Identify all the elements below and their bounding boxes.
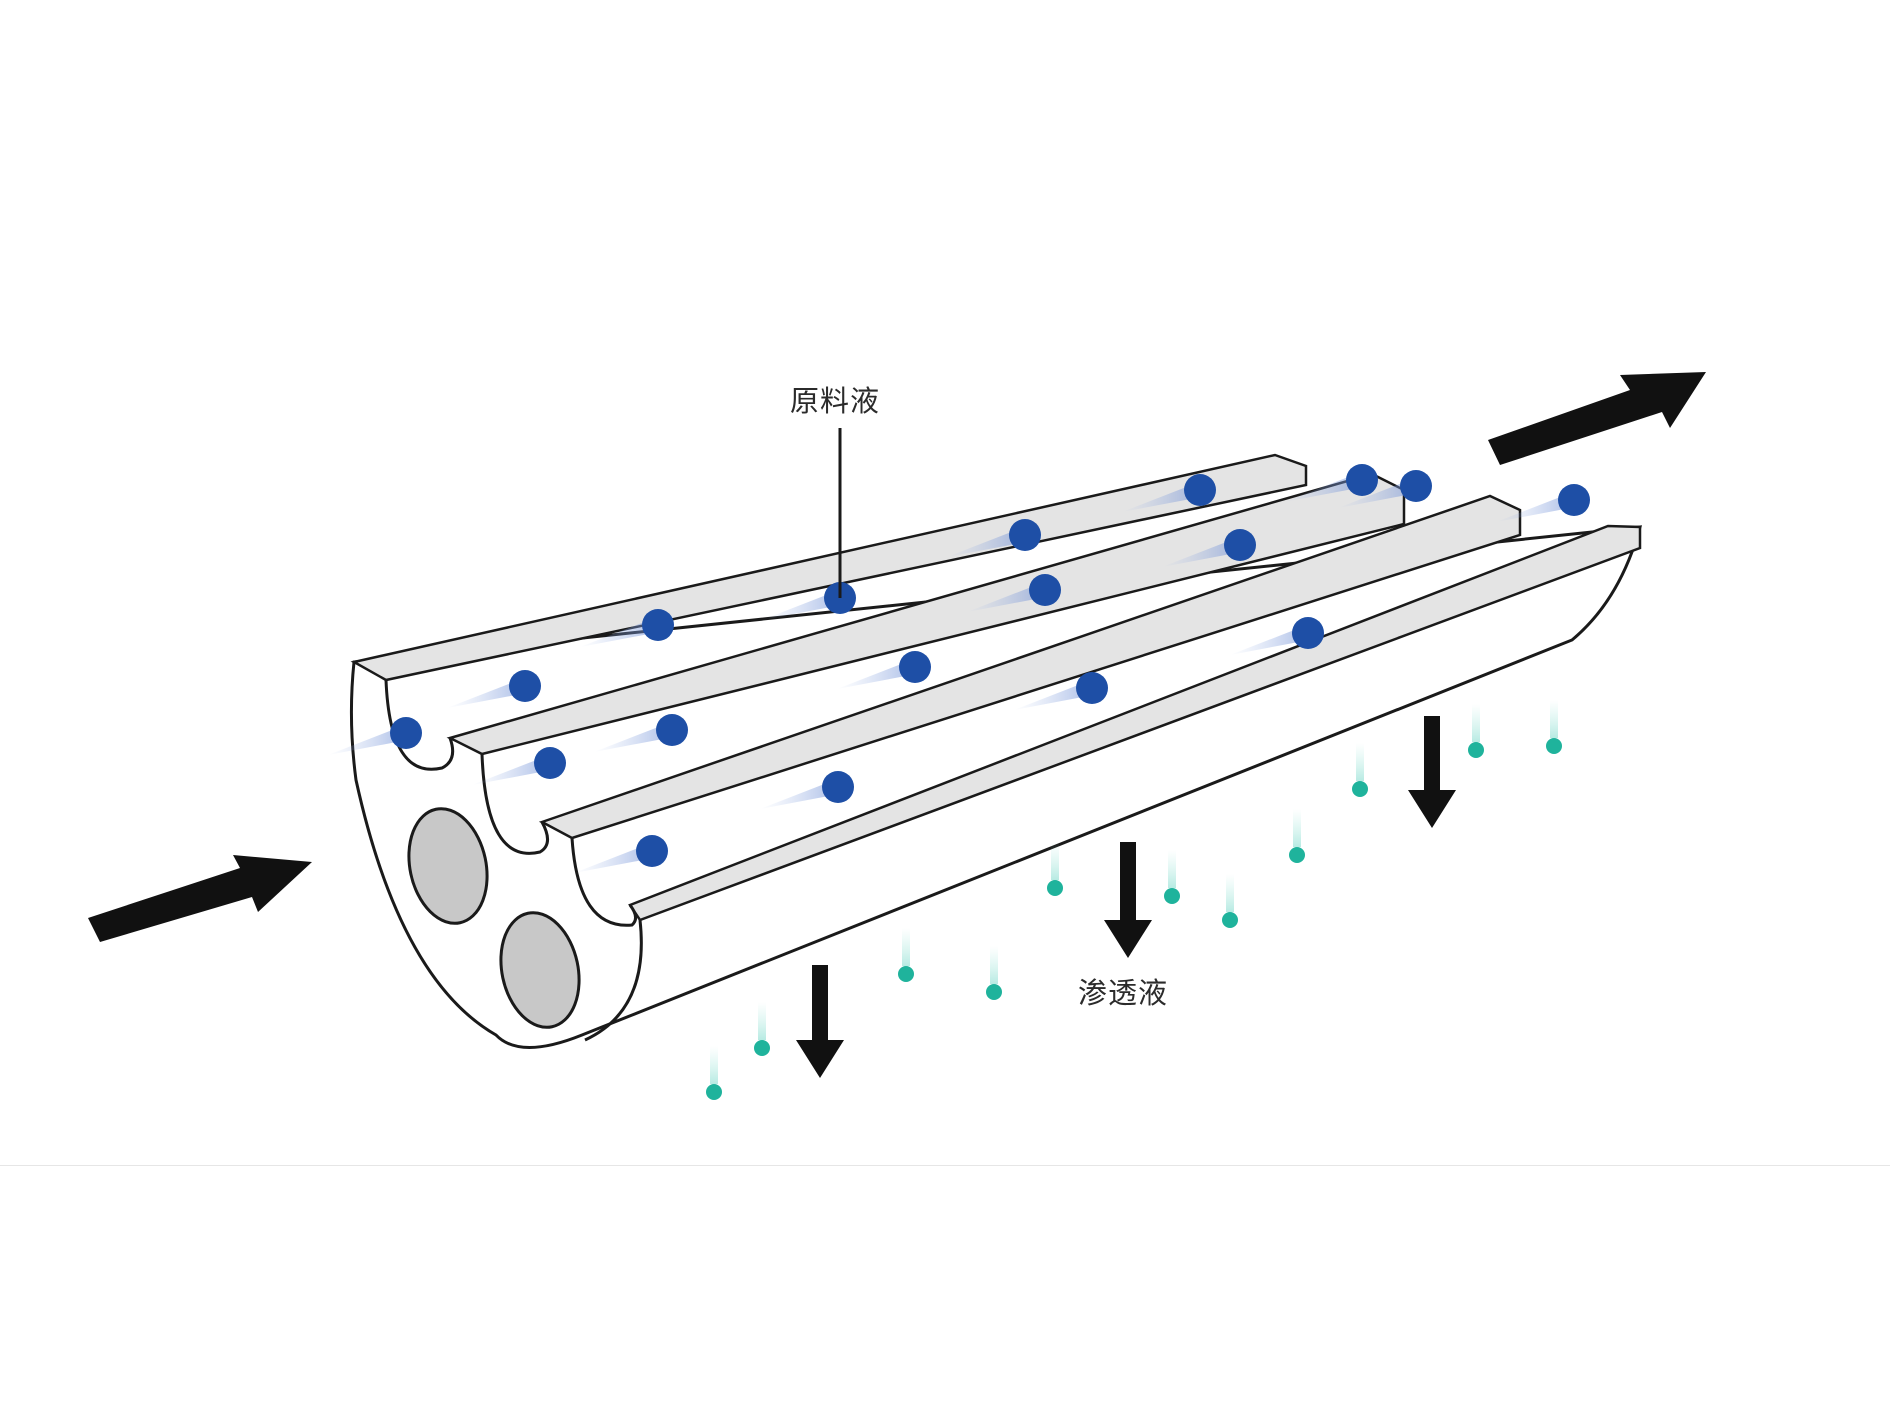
feed-particle-trail (947, 529, 1021, 557)
permeate-droplet-trail (758, 1002, 766, 1040)
channel-curves (384, 679, 643, 1042)
feed-particles (328, 464, 1590, 873)
feed-particle-trail (1162, 539, 1236, 567)
permeate-droplet (754, 1040, 770, 1056)
feed-particle (1558, 484, 1590, 516)
permeate-droplet-trail (1051, 842, 1059, 880)
permeate-droplet (1222, 912, 1238, 928)
permeate-down-arrow-icon (1104, 842, 1152, 958)
feed-particle (1184, 474, 1216, 506)
permeate-droplet-trail (1356, 743, 1364, 781)
tube-ends (407, 807, 581, 1029)
permeate-particles (706, 700, 1562, 1100)
permeate-down-arrow-icon (796, 965, 844, 1078)
feed-particle (1224, 529, 1256, 561)
feed-particle (822, 771, 854, 803)
inflow-arrow-icon (88, 855, 312, 942)
permeate-droplet (1047, 880, 1063, 896)
permeate-droplet (1164, 888, 1180, 904)
feed-particle-trail (1230, 627, 1304, 655)
tube-end-2 (499, 911, 581, 1029)
permeate-droplet-trail (1226, 874, 1234, 912)
feed-particle (534, 747, 566, 779)
permeate-droplet (1468, 742, 1484, 758)
feed-particle (642, 609, 674, 641)
feed-particle-trail (1496, 494, 1570, 522)
permeate-droplet-trail (1550, 700, 1558, 738)
permeate-droplet-trail (1472, 704, 1480, 742)
permeate-droplet-trail (710, 1046, 718, 1084)
tube-end-1 (407, 807, 489, 925)
feed-particle (509, 670, 541, 702)
permeate-down-arrow-icon (1408, 716, 1456, 828)
feed-particle (656, 714, 688, 746)
feed-particle-trail (760, 781, 834, 809)
feed-particle (1346, 464, 1378, 496)
permeate-droplet (706, 1084, 722, 1100)
feed-particle-trail (837, 661, 911, 689)
permeate-droplet (986, 984, 1002, 1000)
feed-particle (390, 717, 422, 749)
permeate-droplet (1289, 847, 1305, 863)
feed-particle-trail (1284, 474, 1358, 502)
permeate-droplet-trail (1293, 809, 1301, 847)
feed-particle (1009, 519, 1041, 551)
feed-particle-trail (580, 619, 654, 647)
permeate-label: 渗透液 (1078, 976, 1169, 1010)
feed-particle-trail (472, 757, 546, 785)
permeate-droplet-trail (902, 928, 910, 966)
feed-particle-trail (328, 727, 402, 755)
feed-particle-trail (574, 845, 648, 873)
feed-label: 原料液 (790, 384, 881, 418)
permeate-droplet (898, 966, 914, 982)
feed-particle-trail (1122, 484, 1196, 512)
feed-particle (1076, 672, 1108, 704)
bottom-divider (0, 1165, 1890, 1166)
feed-particle-trail (594, 724, 668, 752)
feed-particle (636, 835, 668, 867)
channel-rims (350, 453, 1642, 922)
feed-particle-trail (447, 680, 521, 708)
feed-particle (1400, 470, 1432, 502)
feed-particle-trail (1014, 682, 1088, 710)
feed-particle (899, 651, 931, 683)
feed-particle (1292, 617, 1324, 649)
permeate-droplet-trail (990, 946, 998, 984)
outflow-arrow-icon (1488, 372, 1706, 465)
permeate-droplet (1546, 738, 1562, 754)
feed-particle-trail (967, 584, 1041, 612)
permeate-droplet (1352, 781, 1368, 797)
feed-particle-trail (1338, 480, 1412, 508)
permeate-down-arrows (796, 716, 1456, 1078)
permeate-droplet-trail (1168, 850, 1176, 888)
feed-particle-trail (762, 592, 836, 620)
feed-particle (1029, 574, 1061, 606)
